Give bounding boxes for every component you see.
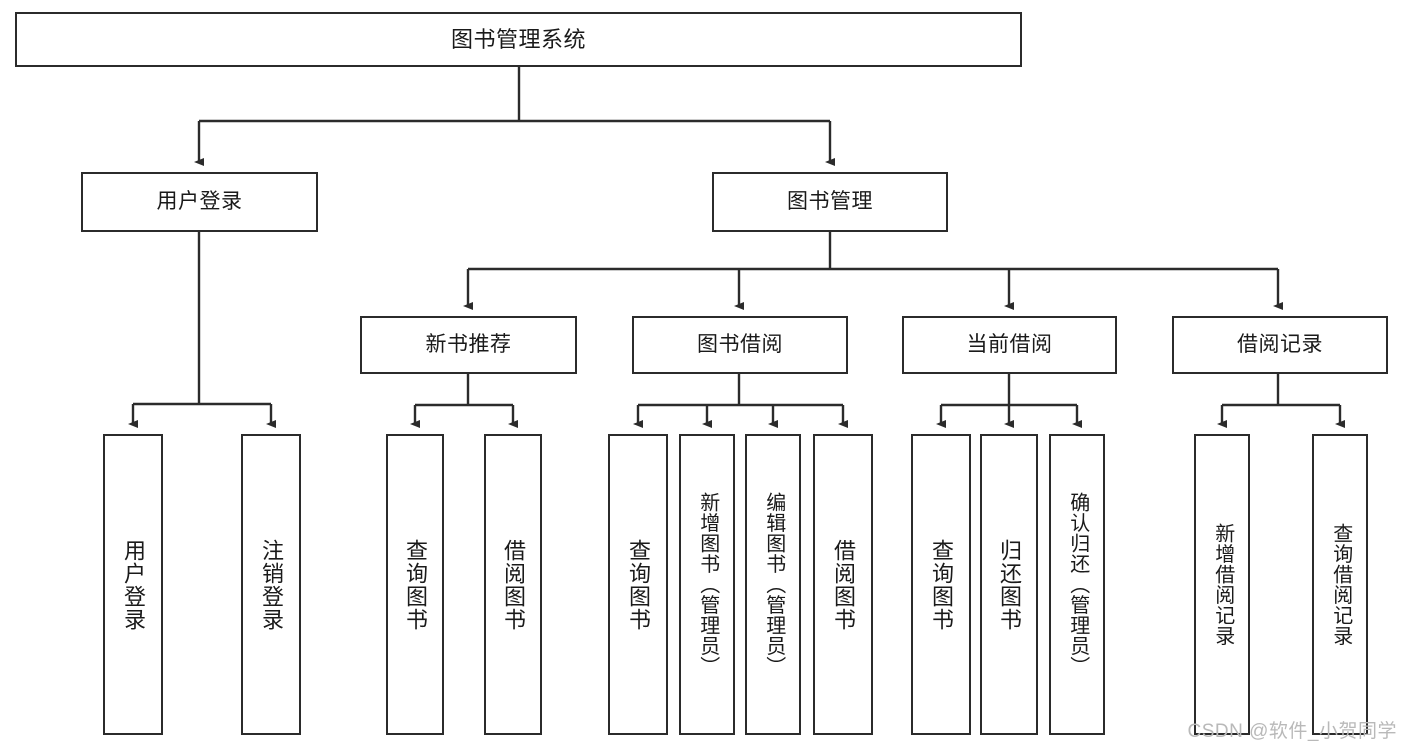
node-label: 图书管理 xyxy=(787,189,873,213)
node-borrowing-record[interactable]: 借阅记录 xyxy=(1172,316,1388,374)
node-label: 借阅图书 xyxy=(830,538,856,631)
node-label: 查询图书 xyxy=(625,538,651,631)
node-new-book-recommendation[interactable]: 新书推荐 xyxy=(360,316,577,374)
leaf-query-book-recommend[interactable]: 查询图书 xyxy=(386,434,444,735)
leaf-add-borrow-record[interactable]: 新增借阅记录 xyxy=(1194,434,1250,735)
leaf-user-login[interactable]: 用户登录 xyxy=(103,434,163,735)
leaf-borrow-book-recommend[interactable]: 借阅图书 xyxy=(484,434,542,735)
leaf-query-borrow-record[interactable]: 查询借阅记录 xyxy=(1312,434,1368,735)
node-user-login[interactable]: 用户登录 xyxy=(81,172,318,232)
node-label: 用户登录 xyxy=(120,538,146,631)
node-label: 新增借阅记录 xyxy=(1211,523,1234,646)
node-label: 用户登录 xyxy=(156,189,243,213)
node-label: 新增图书（管理员） xyxy=(696,492,719,677)
node-label: 当前借阅 xyxy=(966,332,1053,356)
leaf-add-book-admin[interactable]: 新增图书（管理员） xyxy=(679,434,735,735)
node-label: 查询借阅记录 xyxy=(1329,523,1352,646)
node-root-book-management-system[interactable]: 图书管理系统 xyxy=(15,12,1022,67)
leaf-query-book-current[interactable]: 查询图书 xyxy=(911,434,971,735)
leaf-query-book-borrow[interactable]: 查询图书 xyxy=(608,434,668,735)
node-label: 借阅图书 xyxy=(500,538,526,631)
node-label: 图书管理系统 xyxy=(450,26,586,52)
node-label: 注销登录 xyxy=(258,538,284,631)
node-current-borrowing[interactable]: 当前借阅 xyxy=(902,316,1117,374)
node-label: 借阅记录 xyxy=(1237,332,1323,356)
node-label: 图书借阅 xyxy=(697,332,783,356)
leaf-borrow-book[interactable]: 借阅图书 xyxy=(813,434,873,735)
csdn-watermark: CSDN @软件_小贺同学 xyxy=(1187,721,1397,742)
leaf-return-book[interactable]: 归还图书 xyxy=(980,434,1038,735)
node-label: 查询图书 xyxy=(402,538,428,631)
node-label: 编辑图书（管理员） xyxy=(762,492,785,677)
node-label: 确认归还（管理员） xyxy=(1066,492,1089,677)
leaf-confirm-return-admin[interactable]: 确认归还（管理员） xyxy=(1049,434,1105,735)
leaf-logout-login[interactable]: 注销登录 xyxy=(241,434,301,735)
node-label: 新书推荐 xyxy=(425,332,512,356)
node-label: 归还图书 xyxy=(996,538,1022,631)
node-book-management[interactable]: 图书管理 xyxy=(712,172,948,232)
node-label: 查询图书 xyxy=(928,538,954,631)
node-book-borrowing[interactable]: 图书借阅 xyxy=(632,316,848,374)
leaf-edit-book-admin[interactable]: 编辑图书（管理员） xyxy=(745,434,801,735)
